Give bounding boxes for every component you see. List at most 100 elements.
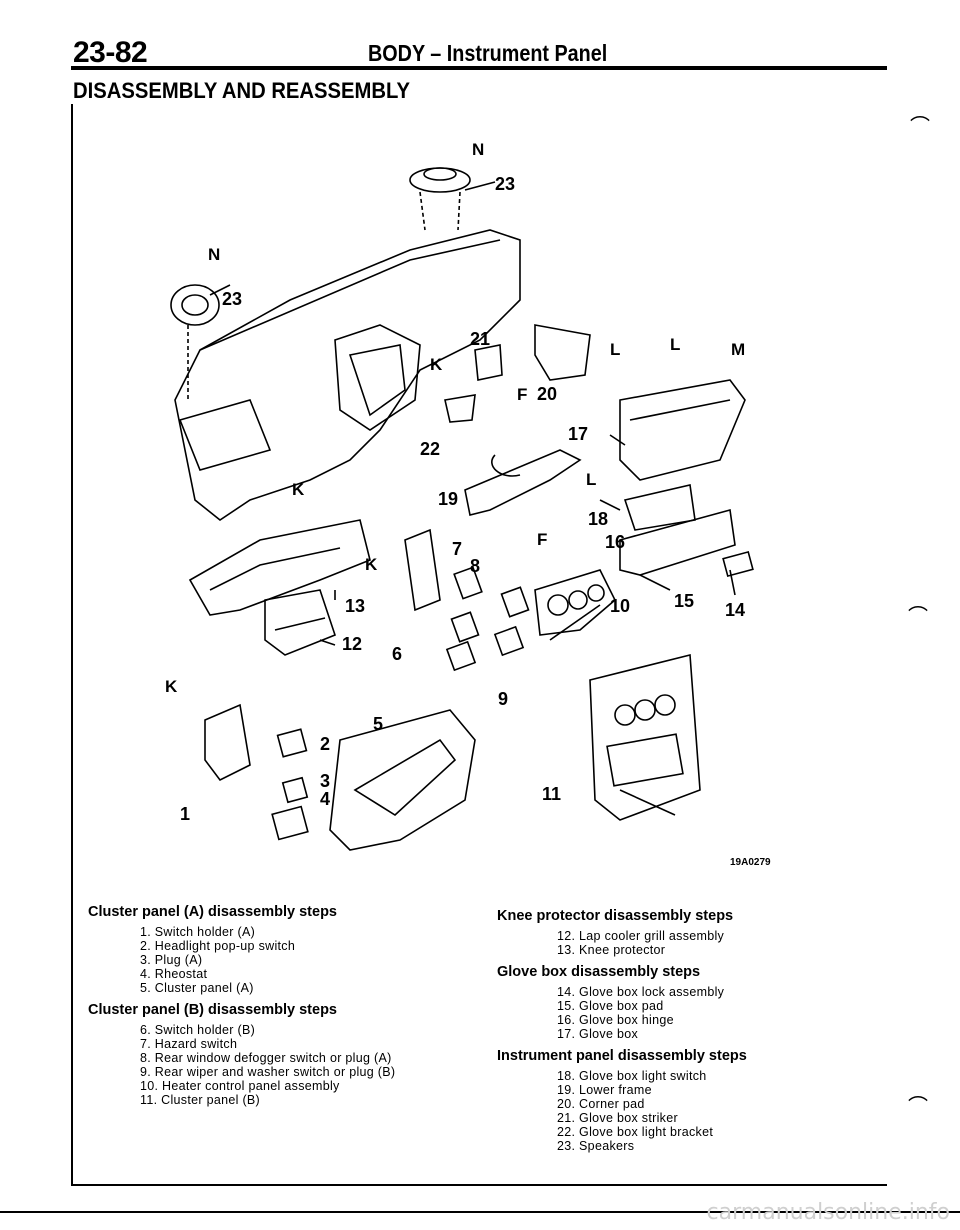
step-item: 5. Cluster panel (A) [140,981,254,995]
step-item: 19. Lower frame [557,1083,652,1097]
callout-23-top: 23 [495,174,515,194]
procedure-title: Cluster panel (B) disassembly steps [88,1002,337,1018]
instrument-panel-top-edge [199,239,501,351]
fastener-n-left: N [208,245,220,264]
fastener-k-4: K [165,677,178,696]
lower-frame [464,449,582,516]
panel-duct [178,399,272,471]
callout-2: 2 [320,734,330,754]
step-item: 6. Switch holder (B) [140,1023,256,1037]
cluster-panel-a [329,709,476,851]
fastener-n-top: N [472,140,484,159]
fastener-f-1: F [517,385,527,404]
callout-7: 7 [452,539,462,559]
footer-rule [71,1184,887,1186]
step-item: 14. Glove box lock assembly [557,985,725,999]
left-margin-rule [71,104,73,1184]
footer-watermark: carmanualsonline.info [706,1200,950,1225]
callout-14: 14 [725,600,745,620]
step-item: 17. Glove box [557,1027,639,1041]
step-item: 18. Glove box light switch [557,1069,707,1083]
procedure-title: Knee protector disassembly steps [497,908,734,924]
fastener-k-1: K [430,355,443,374]
callout-10: 10 [610,596,630,616]
step-item: 1. Switch holder (A) [140,925,256,939]
step-item: 20. Corner pad [557,1097,645,1111]
step-item: 11. Cluster panel (B) [140,1093,261,1107]
step-item: 13. Knee protector [557,943,666,957]
procedure-steps: 14. Glove box lock assembly 15. Glove bo… [497,985,797,1041]
exploded-diagram: 23 23 21 20 22 17 19 18 16 7 8 13 12 6 1… [165,140,754,851]
page-bottom-rule [0,1211,960,1213]
fastener-f-2: F [537,530,547,549]
callout-20: 20 [537,384,557,404]
callout-8: 8 [470,556,480,576]
glove-box-pad [619,508,736,576]
callout-21: 21 [470,329,490,349]
fastener-k-3: K [365,555,378,574]
glove-box-striker [474,344,503,381]
heater-control-panel [534,569,616,636]
procedures-left-column: Cluster panel (A) disassembly steps 1. S… [88,903,468,1113]
callout-18: 18 [588,509,608,529]
glove-box-lock [722,550,754,578]
margin-mark: ⌒ [910,116,930,138]
callout-11: 11 [542,784,561,804]
callout-1: 1 [180,804,190,824]
step-item: 4. Rheostat [140,967,208,981]
figure-code: 19A0279 [730,857,771,868]
headlight-switch [276,728,308,758]
section-title: DISASSEMBLY AND REASSEMBLY [73,78,411,103]
header-rule [71,66,887,70]
procedure-title: Cluster panel (A) disassembly steps [88,904,337,920]
instrument-panel-body [174,229,521,521]
margin-mark: ⌒ [908,606,928,628]
callout-15: 15 [674,591,694,611]
step-item: 7. Hazard switch [140,1037,238,1051]
callout-16: 16 [605,532,625,552]
step-item: 15. Glove box pad [557,999,664,1013]
step-item: 22. Glove box light bracket [557,1125,714,1139]
fastener-l-1: L [610,340,620,359]
procedure-title: Glove box disassembly steps [497,964,701,980]
step-item: 23. Speakers [557,1139,635,1153]
step-item: 8. Rear window defogger switch or plug (… [140,1051,392,1065]
step-item: 21. Glove box striker [557,1111,678,1125]
switch-holder-a [204,703,251,782]
callout-23-left: 23 [222,289,242,309]
rheostat [271,805,309,841]
switch-9 [445,640,477,672]
switch-8b [500,586,530,618]
step-item: 10. Heater control panel assembly [140,1079,340,1093]
procedure-steps: 18. Glove box light switch 19. Lower fra… [497,1069,797,1153]
lap-cooler-grill [264,589,336,656]
switch-holder-b [404,528,441,612]
procedure-steps: 1. Switch holder (A) 2. Headlight pop-up… [88,925,468,995]
step-item: 12. Lap cooler grill assembly [557,929,725,943]
step-item: 9. Rear wiper and washer switch or plug … [140,1065,396,1079]
fastener-m: M [731,340,745,359]
callout-4: 4 [320,789,330,809]
speaker-left [170,284,220,326]
fastener-l-2: L [670,335,680,354]
step-item: 2. Headlight pop-up switch [140,939,296,953]
glove-box-hinge [623,484,696,531]
callout-17: 17 [568,424,588,444]
callout-3: 3 [320,771,330,791]
plug-a [281,776,309,804]
corner-pad [534,324,591,381]
light-bracket [444,394,476,423]
switch-7 [453,566,483,600]
callout-19: 19 [438,489,458,509]
step-item: 3. Plug (A) [140,953,203,967]
step-item: 16. Glove box hinge [557,1013,674,1027]
page-title: BODY – Instrument Panel [368,40,608,66]
callout-9: 9 [498,689,508,709]
switch-8a [450,611,480,643]
callout-6: 6 [392,644,402,664]
callout-5: 5 [373,714,383,734]
cluster-panel-b [589,653,701,821]
knee-protector [188,519,371,616]
cluster-hood [334,324,421,431]
page-number: 23-82 [73,36,148,69]
